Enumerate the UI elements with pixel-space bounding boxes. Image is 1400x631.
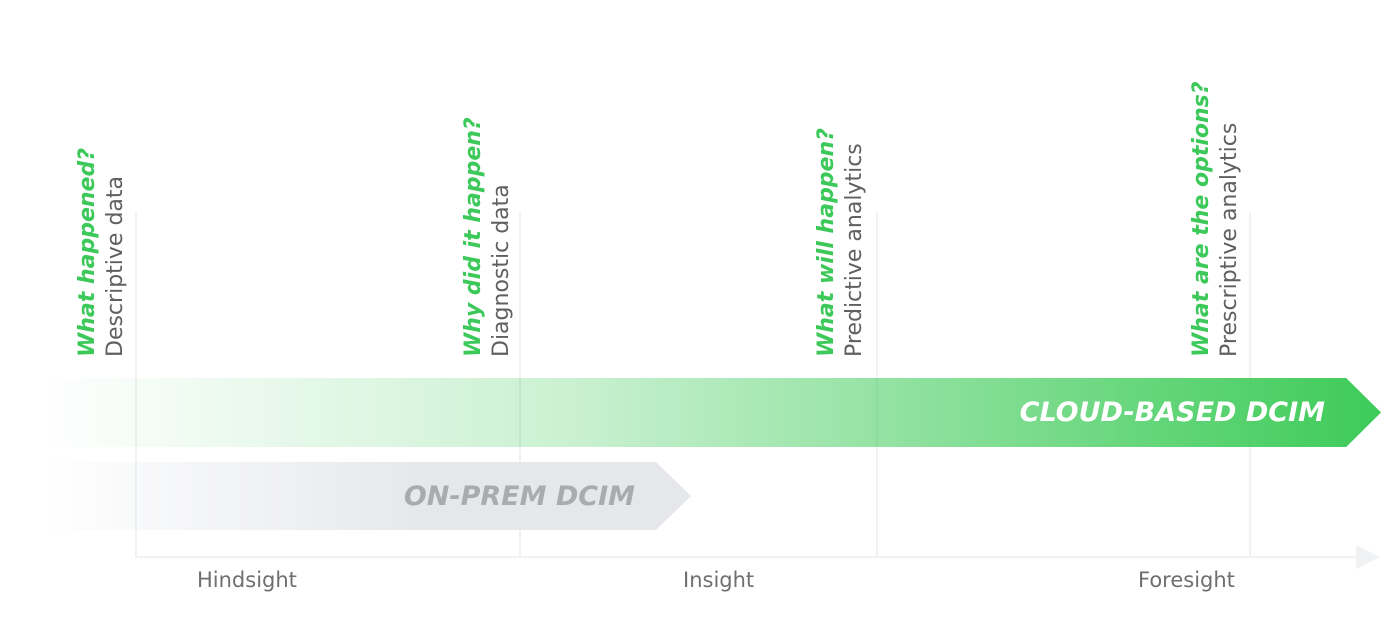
stage-description: Descriptive data — [103, 176, 128, 357]
stage-description: Prescriptive analytics — [1217, 122, 1242, 357]
cloud-dcim-band: CLOUD-BASED DCIM — [42, 378, 1381, 447]
stage-label-diagnostic: Why did it happen? Diagnostic data — [460, 117, 516, 357]
cloud-dcim-label: CLOUD-BASED DCIM — [1019, 397, 1325, 428]
onprem-dcim-label: ON-PREM DCIM — [403, 480, 635, 512]
stage-description: Predictive analytics — [842, 143, 867, 357]
stage-question: Why did it happen? — [461, 117, 486, 357]
stage-description: Diagnostic data — [489, 184, 514, 357]
phase-hindsight: Hindsight — [197, 568, 297, 592]
phase-foresight: Foresight — [1138, 568, 1235, 592]
stage-label-descriptive: What happened? Descriptive data — [74, 148, 130, 357]
stage-label-prescriptive: What are the options? Prescriptive analy… — [1188, 81, 1244, 357]
phase-insight: Insight — [683, 568, 755, 592]
stage-question: What are the options? — [1189, 81, 1214, 357]
timeline-axis — [136, 556, 1358, 558]
stage-label-predictive: What will happen? Predictive analytics — [813, 128, 869, 357]
stage-question: What happened? — [75, 148, 100, 357]
onprem-dcim-band: ON-PREM DCIM — [42, 462, 691, 530]
axis-arrow-icon — [1356, 545, 1380, 569]
stage-question: What will happen? — [814, 128, 839, 357]
